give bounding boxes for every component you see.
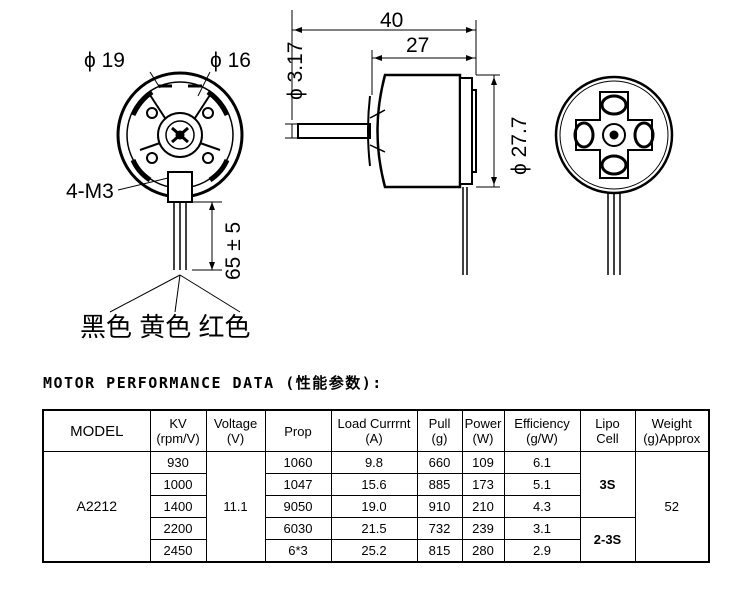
header-efficiency: Efficiency(g/W) bbox=[503, 409, 581, 452]
table-title: MOTOR PERFORMANCE DATA (性能参数): bbox=[43, 374, 383, 392]
header-pull: Pull(g) bbox=[416, 409, 463, 452]
prop-cell: 6*3 bbox=[264, 539, 332, 563]
table-row: 1400 9050 19.0 910 210 4.3 bbox=[43, 495, 709, 518]
lipo-cell-2-3s: 2-3S bbox=[579, 517, 636, 563]
current-cell: 15.6 bbox=[330, 473, 418, 496]
header-power: Power(W) bbox=[461, 409, 505, 452]
prop-cell: 1060 bbox=[264, 451, 332, 474]
power-cell: 280 bbox=[461, 539, 505, 563]
current-cell: 25.2 bbox=[330, 539, 418, 563]
pull-cell: 732 bbox=[416, 517, 463, 540]
efficiency-cell: 4.3 bbox=[503, 495, 581, 518]
pull-cell: 910 bbox=[416, 495, 463, 518]
dim-shaft-diameter: ϕ 3.17 bbox=[284, 42, 307, 100]
performance-table: MODEL KV(rpm/V) Voltage(V) Prop Load Cur… bbox=[42, 409, 710, 563]
table-row: 1000 1047 15.6 885 173 5.1 bbox=[43, 473, 709, 496]
voltage-cell: 11.1 bbox=[205, 451, 266, 563]
power-cell: 239 bbox=[461, 517, 505, 540]
lipo-cell-3s: 3S bbox=[579, 451, 636, 518]
kv-cell: 930 bbox=[149, 451, 207, 474]
side-view bbox=[285, 10, 500, 275]
dim-body-diameter: ϕ 27.7 bbox=[508, 117, 531, 175]
efficiency-cell: 5.1 bbox=[503, 473, 581, 496]
power-cell: 173 bbox=[461, 473, 505, 496]
rear-view bbox=[554, 75, 674, 275]
dim-phi16: ϕ 16 bbox=[210, 49, 251, 72]
efficiency-cell: 2.9 bbox=[503, 539, 581, 563]
table-header-row: MODEL KV(rpm/V) Voltage(V) Prop Load Cur… bbox=[42, 409, 710, 452]
pull-cell: 885 bbox=[416, 473, 463, 496]
kv-cell: 2450 bbox=[149, 539, 207, 563]
prop-cell: 6030 bbox=[264, 517, 332, 540]
pull-cell: 660 bbox=[416, 451, 463, 474]
model-cell: A2212 bbox=[42, 451, 151, 563]
screw-label: 4-M3 bbox=[66, 180, 114, 203]
table-row: A2212 930 11.1 1060 9.8 660 109 6.1 3S 5… bbox=[42, 451, 710, 563]
pull-cell: 815 bbox=[416, 539, 463, 563]
current-cell: 19.0 bbox=[330, 495, 418, 518]
current-cell: 9.8 bbox=[330, 451, 418, 474]
dim-phi19: ϕ 19 bbox=[84, 49, 125, 72]
header-prop: Prop bbox=[264, 409, 332, 452]
header-voltage: Voltage(V) bbox=[205, 409, 266, 452]
header-kv: KV(rpm/V) bbox=[149, 409, 207, 452]
power-cell: 109 bbox=[461, 451, 505, 474]
kv-cell: 1400 bbox=[149, 495, 207, 518]
dim-body-length: 27 bbox=[406, 34, 429, 57]
kv-cell: 2200 bbox=[149, 517, 207, 540]
kv-cell: 1000 bbox=[149, 473, 207, 496]
wire-colors-label: 黑色 黄色 红色 bbox=[80, 312, 250, 342]
header-model: MODEL bbox=[42, 409, 151, 452]
front-view bbox=[109, 71, 244, 313]
motor-technical-drawing: ϕ 19 ϕ 16 4-M3 65 ± 5 黑色 黄色 红色 ϕ 3.17 40… bbox=[66, 9, 674, 342]
weight-cell: 52 bbox=[634, 451, 710, 563]
lead-length-label: 65 ± 5 bbox=[222, 222, 245, 280]
current-cell: 21.5 bbox=[330, 517, 418, 540]
table-row: 2450 6*3 25.2 815 280 2.9 bbox=[43, 539, 709, 563]
prop-cell: 1047 bbox=[264, 473, 332, 496]
efficiency-cell: 6.1 bbox=[503, 451, 581, 474]
prop-cell: 9050 bbox=[264, 495, 332, 518]
efficiency-cell: 3.1 bbox=[503, 517, 581, 540]
power-cell: 210 bbox=[461, 495, 505, 518]
header-weight: Weight(g)Approx bbox=[634, 409, 710, 452]
table-row: 2200 6030 21.5 732 239 3.1 2-3S bbox=[43, 517, 709, 563]
dim-total-length: 40 bbox=[380, 9, 403, 32]
header-load-current: Load Currrnt(A) bbox=[330, 409, 418, 452]
